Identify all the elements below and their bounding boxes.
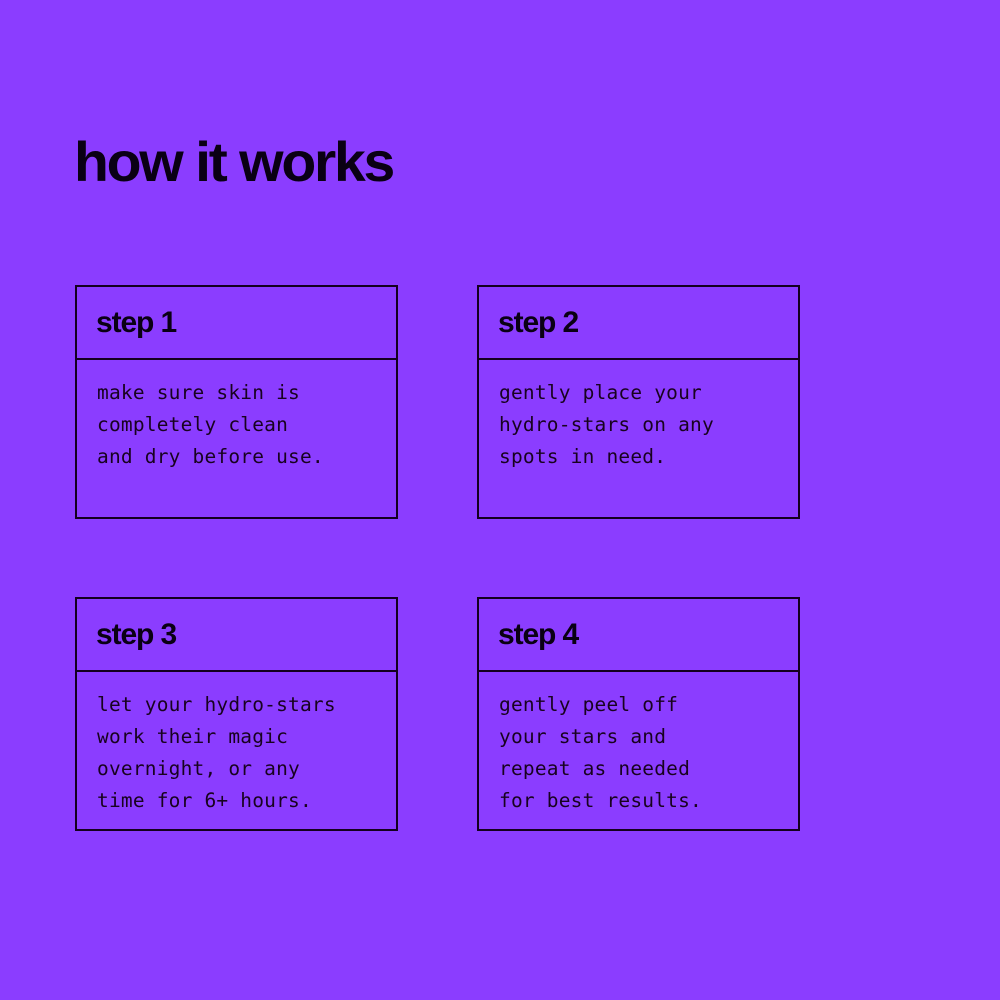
step-card-title-3: step 3: [96, 617, 177, 651]
step-card-header-3: step 3: [77, 599, 396, 672]
step-card-body-2: gently place your hydro-stars on any spo…: [479, 360, 798, 517]
page-title: how it works: [74, 129, 395, 193]
step-card-text-1: make sure skin is completely clean and d…: [97, 381, 324, 468]
step-card-header-4: step 4: [479, 599, 798, 672]
step-card-title-4: step 4: [498, 617, 579, 651]
step-card-4: step 4 gently peel off your stars and re…: [477, 597, 800, 831]
step-card-body-4: gently peel off your stars and repeat as…: [479, 672, 798, 829]
step-card-1: step 1 make sure skin is completely clea…: [75, 285, 398, 519]
steps-grid: step 1 make sure skin is completely clea…: [75, 285, 800, 831]
step-card-text-3: let your hydro-stars work their magic ov…: [97, 693, 336, 812]
step-card-body-3: let your hydro-stars work their magic ov…: [77, 672, 396, 829]
step-card-text-4: gently peel off your stars and repeat as…: [499, 693, 702, 812]
step-card-3: step 3 let your hydro-stars work their m…: [75, 597, 398, 831]
step-card-text-2: gently place your hydro-stars on any spo…: [499, 381, 714, 468]
step-card-header-1: step 1: [77, 287, 396, 360]
step-card-title-2: step 2: [498, 305, 579, 339]
step-card-body-1: make sure skin is completely clean and d…: [77, 360, 396, 517]
step-card-2: step 2 gently place your hydro-stars on …: [477, 285, 800, 519]
step-card-title-1: step 1: [96, 305, 177, 339]
step-card-header-2: step 2: [479, 287, 798, 360]
